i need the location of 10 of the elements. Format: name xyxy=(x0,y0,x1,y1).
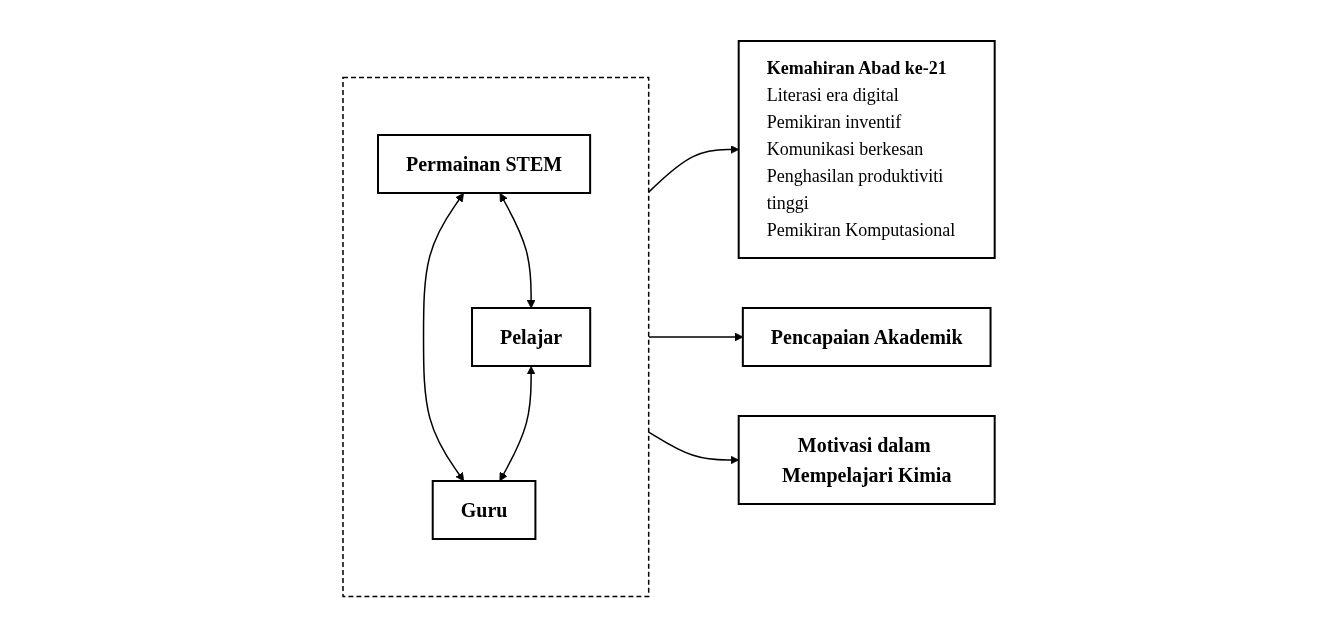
node-box: Permainan STEM xyxy=(377,134,592,195)
node-box: Guru xyxy=(431,480,537,541)
node-box: Kemahiran Abad ke-21 Literasi era digital Pemikiran inventif Komunikasi berkesan Penghasilan produktiviti tinggi Pemikiran Komputasional xyxy=(737,40,996,260)
cluster xyxy=(342,77,650,598)
node-box: Pencapaian Akademik xyxy=(742,307,992,368)
arrow xyxy=(499,366,536,482)
arrow xyxy=(422,193,465,482)
arrow xyxy=(499,193,536,309)
node-box: Pelajar xyxy=(471,307,592,368)
node-box: Motivasi dalam Mempelajari Kimia xyxy=(737,415,996,506)
